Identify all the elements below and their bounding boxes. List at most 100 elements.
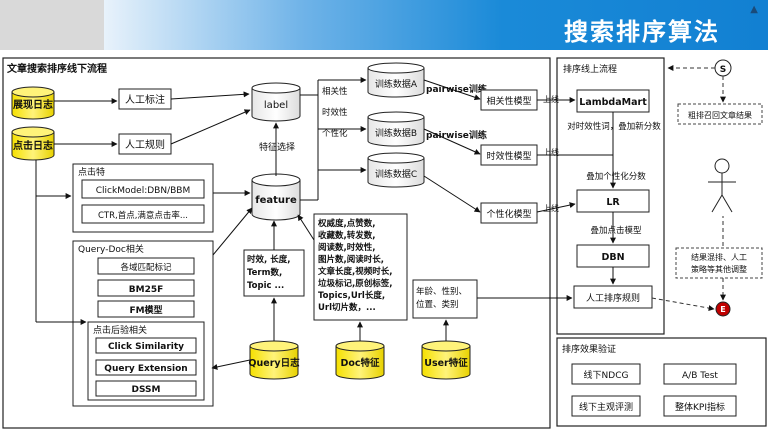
- svg-text:Click Similarity: Click Similarity: [108, 342, 184, 352]
- svg-text:A/B Test: A/B Test: [682, 371, 718, 381]
- svg-text:线下NDCG: 线下NDCG: [584, 369, 629, 381]
- doc-features-box: [313, 213, 408, 321]
- svg-text:策略等其他调整: 策略等其他调整: [691, 264, 747, 274]
- field-match-box: [97, 257, 195, 275]
- kpi-box: [663, 395, 737, 417]
- manual-label-text: 人工标注: [125, 93, 165, 106]
- svg-text:DSSM: DSSM: [132, 385, 161, 395]
- svg-text:训练数据C: 训练数据C: [375, 168, 417, 180]
- user-stick-figure: [708, 158, 736, 213]
- svg-text:人工排序规则: 人工排序规则: [586, 292, 640, 304]
- svg-text:粗排召回文章结果: 粗排召回文章结果: [688, 110, 752, 120]
- query-extension-box: [95, 359, 197, 376]
- svg-text:年龄、性别、: 年龄、性别、: [416, 286, 467, 297]
- user-feature-cylinder: User特征: [421, 340, 471, 380]
- svg-text:收藏数,转发数,: 收藏数,转发数,: [318, 230, 375, 241]
- click-similarity-box: [95, 337, 197, 354]
- train-data-c: 训练数据C: [367, 152, 425, 188]
- svg-text:线下主观评测: 线下主观评测: [579, 401, 633, 413]
- ab-test-box: [663, 363, 737, 385]
- svg-text:位置、类别: 位置、类别: [416, 299, 459, 310]
- svg-text:训练数据B: 训练数据B: [375, 127, 417, 139]
- pairwise-label-a: pairwise训练: [426, 83, 487, 95]
- dssm-box: [95, 380, 197, 397]
- svg-text:Query日志: Query日志: [248, 357, 300, 369]
- doc-features-lines: 权威度,点赞数, 收藏数,转发数, 阅读数,时效性, 图片数,阅读时长, 文章长…: [317, 218, 392, 313]
- svg-text:Query Extension: Query Extension: [104, 364, 187, 374]
- doc-feature-cylinder: Doc特征: [335, 340, 385, 380]
- corner-arrow-icon: ▲: [750, 4, 758, 15]
- recall-box: [677, 103, 763, 125]
- bm25f-box: [97, 279, 195, 297]
- svg-text:S: S: [720, 65, 726, 75]
- offline-panel: [2, 57, 551, 429]
- online-panel: [556, 57, 665, 335]
- header-bar: 搜索排序算法 ▲: [0, 0, 768, 50]
- svg-text:阅读数,时效性,: 阅读数,时效性,: [318, 242, 375, 253]
- feature-select-label: 特征选择: [259, 141, 295, 153]
- svg-text:展现日志: 展现日志: [13, 98, 53, 111]
- svg-text:Doc特征: Doc特征: [340, 357, 380, 369]
- svg-text:BM25F: BM25F: [129, 285, 164, 295]
- query-features-box: [243, 249, 305, 297]
- svg-text:权威度,点赞数,: 权威度,点赞数,: [317, 218, 375, 229]
- svg-text:Topic ...: Topic ...: [247, 281, 284, 291]
- svg-text:label: label: [264, 100, 288, 111]
- svg-text:LambdaMart: LambdaMart: [579, 97, 647, 108]
- pairwise-label-b: pairwise训练: [426, 129, 487, 141]
- svg-text:上线: 上线: [543, 203, 559, 213]
- manual-rule-text: 人工规则: [125, 138, 165, 151]
- svg-text:ClickModel:DBN/BBM: ClickModel:DBN/BBM: [96, 186, 190, 196]
- dim-relevance: 相关性: [322, 86, 348, 97]
- svg-text:各域匹配标记: 各域匹配标记: [120, 262, 172, 273]
- svg-text:CTR,首点,满意点击率...: CTR,首点,满意点击率...: [98, 210, 188, 221]
- personal-model-box: [480, 202, 538, 224]
- label-cylinder: label: [251, 82, 301, 122]
- mix-box: [675, 247, 763, 279]
- svg-text:FM模型: FM模型: [129, 304, 162, 316]
- svg-text:相关性模型: 相关性模型: [486, 95, 531, 107]
- svg-text:点击日志: 点击日志: [13, 139, 53, 152]
- feature-cylinder: feature: [251, 173, 301, 221]
- header-blue-band: [104, 0, 768, 50]
- svg-text:整体KPI指标: 整体KPI指标: [675, 401, 725, 413]
- step-timeliness: 对时效性词，叠加新分数: [567, 121, 661, 132]
- svg-text:feature: feature: [255, 195, 297, 206]
- train-data-a: 训练数据A: [367, 62, 425, 98]
- svg-text:上线: 上线: [543, 94, 559, 104]
- show-log-cylinder: 展现日志: [11, 86, 55, 120]
- step-personal: 叠加个性化分数: [586, 171, 646, 182]
- page-title: 搜索排序算法: [564, 18, 720, 46]
- svg-text:文章长度,视频时长,: 文章长度,视频时长,: [318, 266, 392, 277]
- dim-personal: 个性化: [322, 128, 348, 139]
- fm-model-box: [97, 300, 195, 318]
- step-click-model: 叠加点击模型: [590, 225, 642, 236]
- header-gray-block: [0, 0, 104, 50]
- clickmodel-box: [81, 179, 205, 199]
- offline-title: 文章搜索排序线下流程: [7, 62, 107, 75]
- svg-text:个性化模型: 个性化模型: [486, 208, 531, 220]
- svg-text:Query-Doc相关: Query-Doc相关: [78, 243, 144, 255]
- svg-text:时效, 长度,: 时效, 长度,: [247, 254, 290, 265]
- train-data-b: 训练数据B: [367, 111, 425, 147]
- manual-rank-box: [573, 285, 653, 309]
- validation-panel: [556, 337, 767, 427]
- svg-text:E: E: [720, 305, 725, 314]
- svg-text:Topics,Url长度,: Topics,Url长度,: [318, 290, 385, 301]
- svg-text:DBN: DBN: [601, 252, 624, 263]
- svg-text:点击后验相关: 点击后验相关: [93, 324, 147, 336]
- svg-text:上线: 上线: [543, 147, 559, 157]
- svg-text:垃圾标记,原创标签,: 垃圾标记,原创标签,: [318, 278, 392, 289]
- svg-text:时效性模型: 时效性模型: [486, 150, 531, 162]
- svg-text:图片数,阅读时长,: 图片数,阅读时长,: [318, 254, 384, 265]
- online-title: 排序线上流程: [563, 63, 617, 75]
- svg-text:点击特: 点击特: [78, 166, 105, 178]
- ndcg-box: [571, 363, 641, 385]
- svg-text:LR: LR: [606, 197, 620, 208]
- subjective-eval-box: [571, 395, 641, 417]
- svg-text:Term数,: Term数,: [247, 267, 282, 278]
- click-log-cylinder: 点击日志: [11, 126, 55, 161]
- dim-timeliness: 时效性: [322, 107, 348, 118]
- query-log-cylinder: Query日志: [248, 340, 300, 380]
- end-node: [715, 301, 731, 317]
